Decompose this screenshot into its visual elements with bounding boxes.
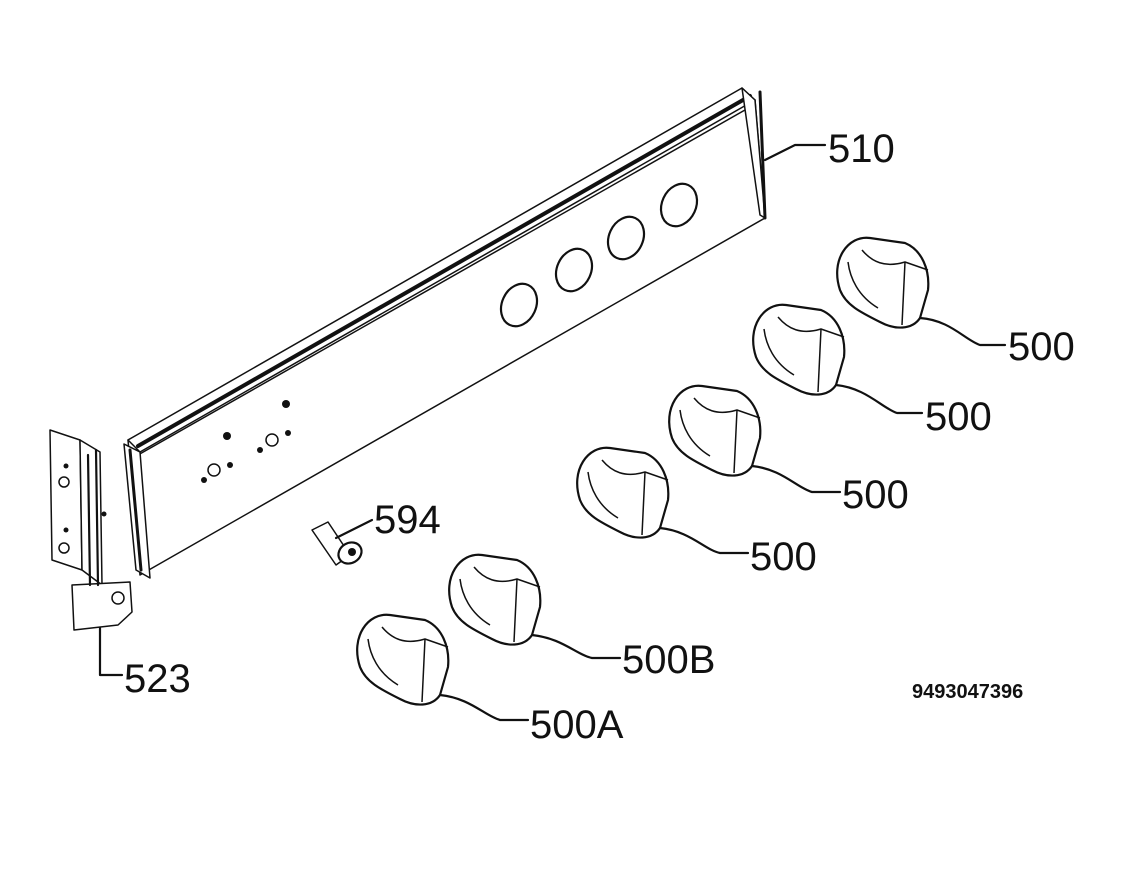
knob-1 xyxy=(836,236,930,329)
panel-hole-1 xyxy=(499,282,539,328)
drawing-code: 9493047396 xyxy=(912,681,1023,703)
label-500-3: 500 xyxy=(842,473,909,517)
panel-hole-2 xyxy=(554,247,594,293)
knob-4 xyxy=(576,446,670,539)
bracket xyxy=(49,429,133,631)
label-500-2: 500 xyxy=(925,395,992,439)
label-510: 510 xyxy=(828,127,895,171)
knob-5 xyxy=(448,553,542,646)
label-500B: 500B xyxy=(622,638,715,682)
label-594: 594 xyxy=(374,498,441,542)
label-500-4: 500 xyxy=(750,535,817,579)
control-panel xyxy=(123,87,767,579)
knob-2 xyxy=(752,303,846,396)
label-500-1: 500 xyxy=(1008,325,1075,369)
panel-hole-3 xyxy=(606,215,646,261)
pin xyxy=(311,521,363,566)
label-500A: 500A xyxy=(530,703,624,747)
knob-6 xyxy=(356,613,450,706)
panel-front-face xyxy=(127,99,766,576)
knob-3 xyxy=(668,384,762,477)
label-523: 523 xyxy=(124,657,191,701)
leader-lines xyxy=(98,143,1007,722)
panel-hole-4 xyxy=(659,182,699,228)
panel-fixing-holes xyxy=(201,400,291,483)
